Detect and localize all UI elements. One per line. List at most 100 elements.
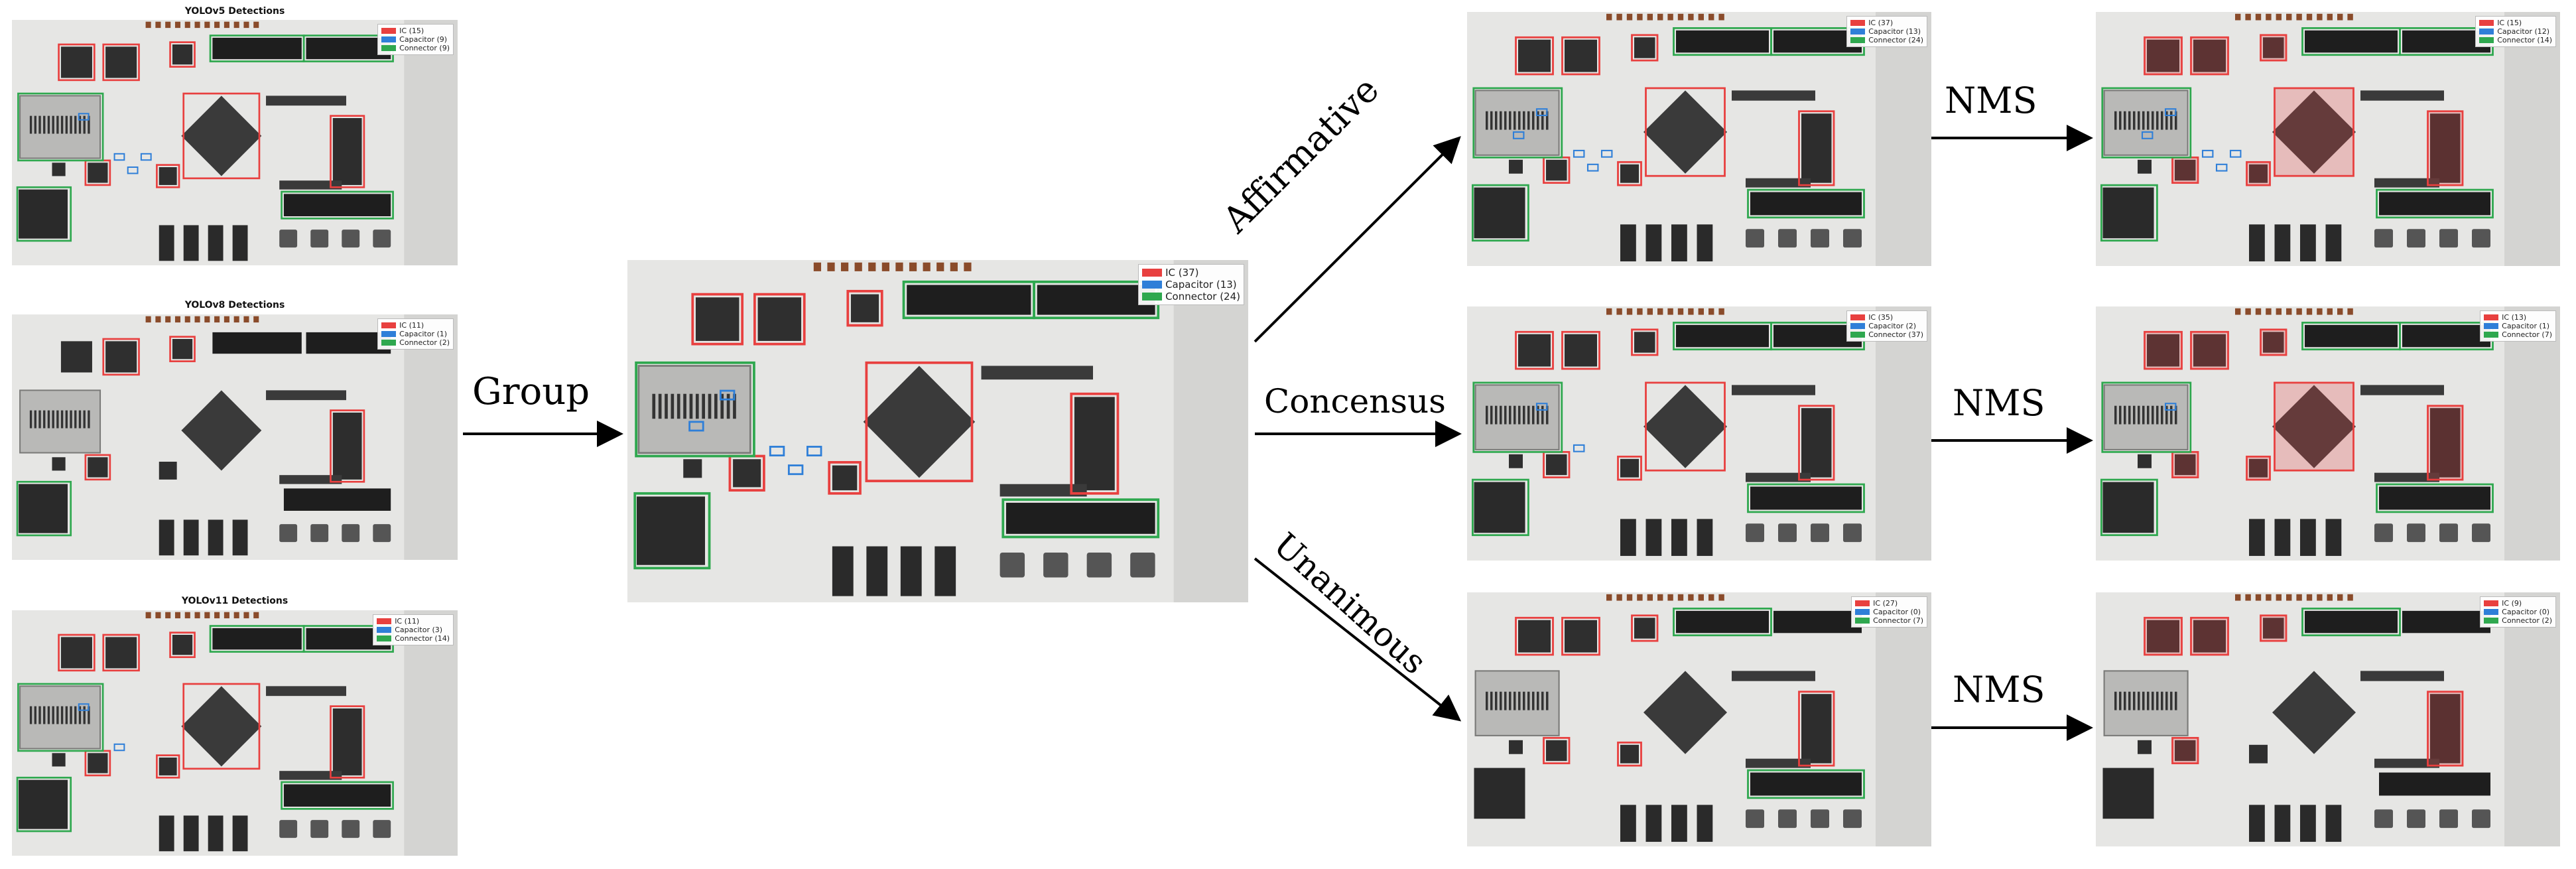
legend-capacitor-text: Capacitor (1) — [399, 330, 448, 338]
header-pin — [2286, 308, 2292, 315]
capacitor-detection-box — [2229, 149, 2242, 158]
barcode-line — [2147, 691, 2150, 710]
ethernet-jack — [19, 389, 101, 454]
header-pin — [224, 612, 229, 619]
barcode-line — [2138, 111, 2140, 130]
legend-capacitor-row: Capacitor (13) — [1850, 27, 1923, 36]
barcode-line — [52, 706, 54, 724]
small-ic — [1546, 454, 1567, 476]
slide-switch — [2274, 805, 2291, 842]
ic-detection-box — [1798, 405, 1835, 481]
legend-capacitor-row: Capacitor (0) — [1855, 608, 1923, 616]
barcode-line — [60, 115, 64, 134]
barcode-line — [2114, 691, 2117, 710]
legend-ic-text: IC (9) — [2502, 599, 2522, 608]
barcode-line — [2170, 405, 2173, 425]
push-button — [342, 230, 360, 248]
fpga-chip — [2272, 90, 2356, 174]
pcb-edge — [404, 610, 458, 856]
barcode-line — [1523, 405, 1525, 425]
ic-detection-box — [58, 43, 96, 82]
small-ic — [88, 457, 108, 478]
header-pin — [1647, 13, 1653, 21]
legend-capacitor-row: Capacitor (1) — [381, 330, 450, 338]
pcb-edge — [1876, 306, 1931, 561]
slide-switch — [159, 815, 174, 852]
capacitor-detection-box — [1512, 131, 1525, 139]
legend-connector-text: Connector (14) — [395, 634, 450, 643]
barcode-line — [43, 706, 46, 724]
push-button — [1130, 552, 1155, 578]
barcode-line — [60, 706, 64, 724]
board-image — [12, 20, 458, 265]
logo-mark — [266, 390, 346, 401]
push-button — [2472, 229, 2490, 248]
header-pin — [1657, 594, 1663, 601]
small-ic — [832, 465, 858, 491]
connector-detection-box — [16, 186, 72, 242]
power-jack — [1474, 482, 1525, 533]
ic-detection-box — [828, 461, 862, 495]
push-button — [1778, 809, 1797, 829]
legend-connector-row: Connector (14) — [2479, 36, 2552, 44]
legend-capacitor-swatch — [2484, 323, 2499, 329]
header-pin — [1606, 13, 1612, 21]
small-ic — [52, 163, 66, 176]
header-pin — [1637, 13, 1643, 21]
logo-mark — [2374, 758, 2439, 768]
pin-header — [1676, 324, 1769, 348]
slide-switch — [2325, 224, 2342, 262]
ethernet-jack — [2103, 384, 2189, 450]
legend-capacitor-text: Capacitor (3) — [395, 626, 443, 634]
slide-switch — [159, 225, 174, 261]
slide-switch — [2249, 224, 2265, 262]
header-pin — [243, 316, 249, 323]
ic-detection-box — [330, 115, 365, 188]
push-button — [2407, 523, 2425, 543]
slide-switch — [2300, 224, 2316, 262]
barcode-line — [1509, 111, 1512, 130]
legend-connector-text: Connector (2) — [2502, 616, 2552, 625]
connector-detection-box — [635, 361, 755, 458]
slide-switch — [232, 225, 248, 261]
small-ic — [172, 44, 193, 65]
barcode-line — [47, 410, 50, 429]
board-image — [1467, 306, 1931, 561]
ethernet-jack — [2103, 90, 2189, 156]
slide-switch — [1645, 519, 1662, 557]
legend-connector-text: Connector (9) — [399, 44, 450, 52]
barcode-line — [2175, 111, 2177, 130]
legend-capacitor-row: Capacitor (13) — [1142, 279, 1240, 291]
logo-mark — [1732, 385, 1815, 395]
header-pin — [868, 262, 876, 271]
legend-connector-swatch — [1855, 618, 1870, 624]
header-pin — [1718, 308, 1724, 315]
barcode-line — [56, 706, 59, 724]
barcode-line — [38, 706, 41, 724]
legend-capacitor-swatch — [2479, 29, 2494, 34]
legend-connector-row: Connector (37) — [1850, 330, 1923, 339]
board-image — [1467, 12, 1931, 266]
pin-header — [1750, 772, 1862, 796]
header-pin — [2245, 13, 2251, 21]
header-pin — [2347, 594, 2353, 601]
legend-ic-row: IC (35) — [1850, 313, 1923, 322]
legend-connector-text: Connector (2) — [399, 338, 450, 347]
small-ic — [105, 637, 137, 669]
header-pin — [2306, 13, 2313, 21]
barcode-line — [2165, 111, 2168, 130]
consensus-nms-panel: IC (13)Capacitor (1)Connector (7) — [2096, 306, 2560, 561]
ethernet-jack — [1474, 90, 1560, 156]
detection-legend: IC (13)Capacitor (1)Connector (7) — [2480, 310, 2556, 342]
small-ic — [2147, 334, 2179, 367]
barcode-line — [665, 393, 668, 419]
ic-detection-box — [169, 632, 196, 658]
ic-detection-box — [753, 293, 806, 346]
barcode-line — [733, 393, 736, 419]
header-pin — [1667, 308, 1673, 315]
legend-connector-row: Connector (14) — [377, 634, 450, 643]
ic-detection-box — [330, 409, 365, 483]
legend-ic-swatch — [381, 322, 397, 328]
slide-switch — [866, 546, 888, 596]
barcode-line — [708, 393, 712, 419]
